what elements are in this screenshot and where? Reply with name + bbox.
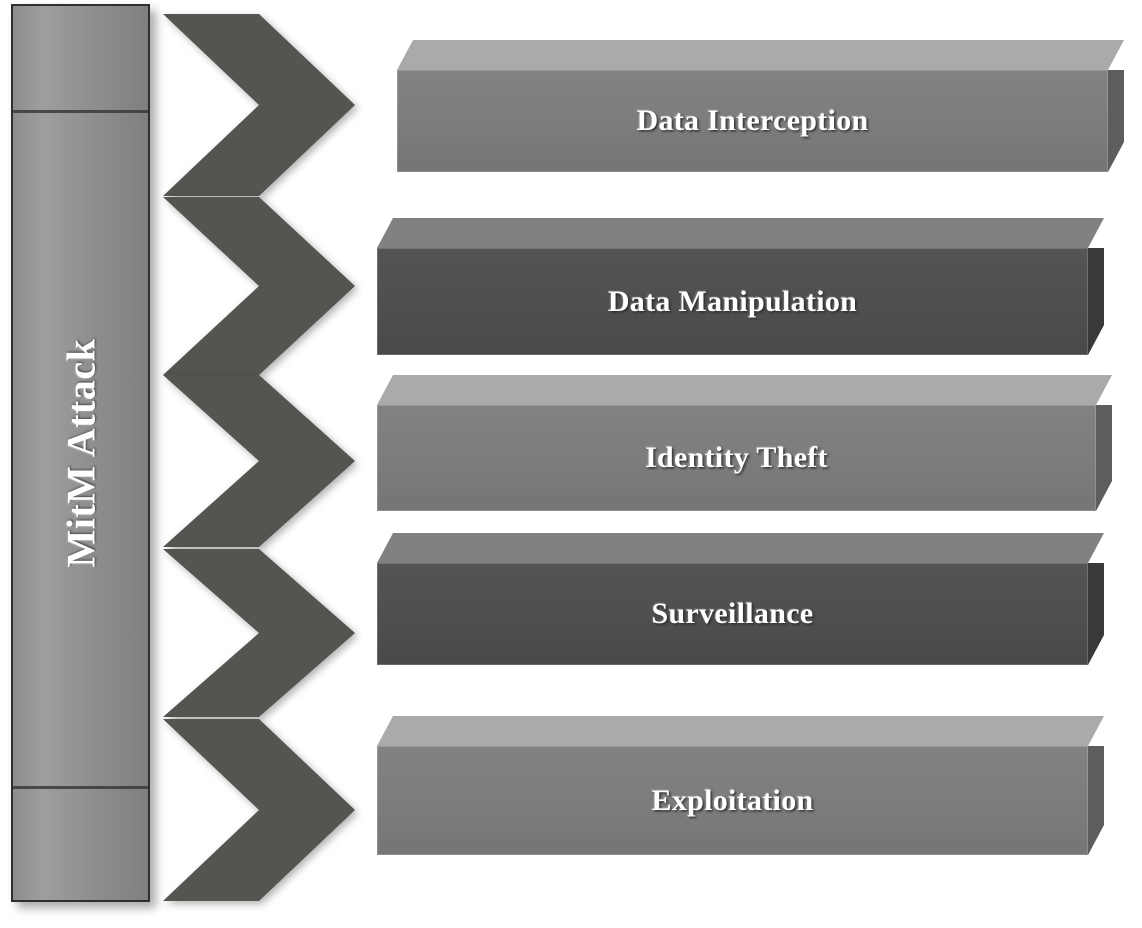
root-node-top-divider xyxy=(13,110,148,113)
node-exploitation[interactable]: Exploitation xyxy=(377,716,1104,871)
root-node-bottom-divider xyxy=(13,786,148,789)
node-data-manipulation[interactable]: Data Manipulation xyxy=(377,218,1104,371)
node-surveillance[interactable]: Surveillance xyxy=(377,533,1104,681)
chevron-arrow-4 xyxy=(163,549,355,717)
node-side-face xyxy=(1088,746,1104,855)
chevron-arrow-3 xyxy=(163,375,355,547)
node-top-face xyxy=(397,40,1124,70)
node-identity-theft[interactable]: Identity Theft xyxy=(377,375,1112,527)
node-top-face xyxy=(377,533,1104,563)
node-front-face: Data Manipulation xyxy=(377,248,1088,355)
chevron-arrow-2 xyxy=(163,197,355,375)
node-side-face xyxy=(1096,405,1112,511)
node-top-face xyxy=(377,218,1104,248)
node-label: Data Manipulation xyxy=(607,284,858,318)
node-top-face xyxy=(377,716,1104,746)
node-front-face: Data Interception xyxy=(397,70,1108,172)
root-node-mitm-attack[interactable]: MitM Attack xyxy=(11,4,150,902)
node-side-face xyxy=(1108,70,1124,172)
node-data-interception[interactable]: Data Interception xyxy=(397,40,1124,188)
node-label: Identity Theft xyxy=(645,441,828,474)
node-front-face: Surveillance xyxy=(377,563,1088,665)
node-label: Surveillance xyxy=(651,597,814,630)
root-node-label: MitM Attack xyxy=(58,338,103,568)
node-front-face: Identity Theft xyxy=(377,405,1096,511)
node-side-face xyxy=(1088,248,1104,355)
node-front-face: Exploitation xyxy=(377,746,1088,855)
node-label: Data Interception xyxy=(636,104,869,137)
chevron-arrow-1 xyxy=(163,14,355,196)
node-side-face xyxy=(1088,563,1104,665)
node-label: Exploitation xyxy=(651,783,814,817)
chevron-arrow-5 xyxy=(163,719,355,901)
node-top-face xyxy=(377,375,1112,405)
